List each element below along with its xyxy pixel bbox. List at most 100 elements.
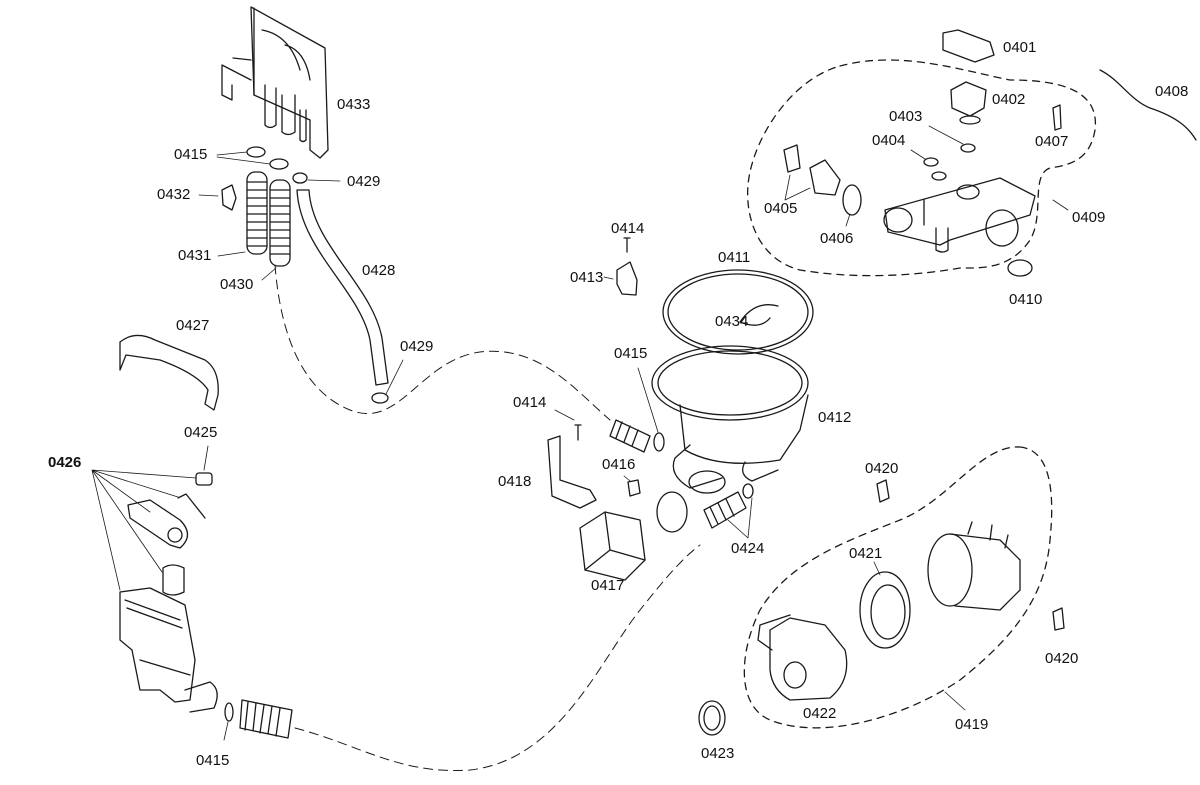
- label-0422: 0422: [803, 705, 837, 722]
- label-0417: 0417: [591, 577, 625, 594]
- part-0422-pump-housing: [757, 614, 848, 701]
- part-0405-valve: [783, 144, 841, 196]
- drain-route-line: [294, 544, 701, 772]
- label-0432: 0432: [157, 186, 191, 203]
- leader-0416: [623, 475, 631, 482]
- label-0404: 0404: [872, 132, 906, 149]
- part-0431-hose: [246, 171, 268, 255]
- label-0414-a: 0414: [611, 220, 645, 237]
- part-0426-lever: [127, 499, 189, 549]
- leader-0409: [1052, 199, 1069, 211]
- label-0402: 0402: [992, 91, 1026, 108]
- part-0407-clip: [1052, 104, 1062, 131]
- part-0427-cover: [119, 334, 219, 411]
- part-0415-oring-c: [224, 702, 234, 722]
- label-0433: 0433: [337, 96, 371, 113]
- part-0402-base: [959, 115, 981, 125]
- label-0405: 0405: [764, 200, 798, 217]
- part-0408-wire: [1099, 69, 1197, 141]
- label-0426: 0426: [48, 454, 82, 471]
- part-0425-switch: [195, 472, 213, 486]
- assembly-outline-0409: [746, 59, 1096, 277]
- part-0434-clip: [739, 304, 779, 326]
- leader-0431: [217, 251, 246, 257]
- part-0412-sump: [651, 345, 809, 494]
- part-0421-impeller: [859, 571, 911, 649]
- leader-0403: [928, 125, 964, 145]
- label-0429-a: 0429: [347, 173, 381, 190]
- part-0428-hose: [296, 189, 389, 386]
- label-0421: 0421: [849, 545, 883, 562]
- part-0403-oring: [960, 143, 976, 153]
- label-0407: 0407: [1035, 133, 1069, 150]
- leader-0415: [216, 151, 271, 165]
- leader-0414-b: [554, 409, 575, 421]
- part-0417-valve: [579, 511, 646, 581]
- part-large-oring: [656, 491, 688, 533]
- leader-0421: [873, 561, 881, 576]
- label-0424: 0424: [731, 540, 765, 557]
- leader-0430: [261, 267, 277, 281]
- part-0420-clip-b: [1052, 607, 1065, 631]
- part-0406-oring: [842, 184, 862, 216]
- label-0411: 0411: [718, 249, 751, 266]
- label-0416: 0416: [602, 456, 636, 473]
- part-0410-clamp: [1007, 259, 1033, 277]
- part-0426-housing: [119, 587, 218, 713]
- label-0431: 0431: [178, 247, 212, 264]
- leader-0432: [198, 194, 219, 197]
- part-0415-oring-b: [269, 158, 289, 170]
- part-0409-manifold: [883, 177, 1036, 253]
- part-0432-clip: [221, 184, 237, 211]
- part-0414-screw-b: [574, 424, 582, 441]
- label-0429-b: 0429: [400, 338, 434, 355]
- label-0428: 0428: [362, 262, 396, 279]
- part-0415-oring-a: [246, 146, 266, 158]
- label-0413: 0413: [570, 269, 604, 286]
- part-inlet-hose: [609, 419, 651, 453]
- label-0418: 0418: [498, 473, 532, 490]
- leader-0426: [91, 469, 197, 591]
- part-0416-plug: [627, 479, 641, 497]
- label-0415-a: 0415: [174, 146, 208, 163]
- part-0404-oring-a: [923, 157, 939, 167]
- leader-0419: [944, 691, 966, 711]
- label-0434: 0434: [715, 313, 749, 330]
- leader-0429: [307, 179, 341, 182]
- label-0415-c: 0415: [196, 752, 230, 769]
- part-0420-clip-a: [876, 479, 890, 503]
- leader-0415-c: [223, 721, 229, 741]
- part-0418-bracket: [547, 435, 597, 509]
- label-0427: 0427: [176, 317, 210, 334]
- label-0410: 0410: [1009, 291, 1043, 308]
- leader-0404: [910, 149, 926, 160]
- part-0424-hose: [703, 491, 747, 529]
- part-0433-bracket: [221, 6, 329, 159]
- label-0430: 0430: [220, 276, 254, 293]
- leader-0415-sump: [637, 367, 659, 433]
- leader-0405: [784, 174, 811, 201]
- label-0425: 0425: [184, 424, 218, 441]
- label-0420-b: 0420: [1045, 650, 1079, 667]
- part-drain-hose: [239, 699, 293, 739]
- part-0430-hose: [269, 179, 291, 267]
- label-0412: 0412: [818, 409, 852, 426]
- part-0415-oring-sump: [653, 432, 665, 452]
- part-0404-oring-b: [931, 171, 947, 181]
- label-0403: 0403: [889, 108, 923, 125]
- part-0429-clamp-b: [371, 392, 389, 404]
- part-0402-sensor: [950, 81, 987, 117]
- hose-route-line: [274, 264, 611, 421]
- label-0423: 0423: [701, 745, 735, 762]
- part-0429-clamp-a: [292, 172, 308, 184]
- part-0401-cover: [942, 29, 995, 63]
- part-0411-seal: [662, 269, 814, 355]
- label-0408: 0408: [1155, 83, 1189, 100]
- label-0406: 0406: [820, 230, 854, 247]
- leader-0425: [203, 445, 209, 471]
- label-0401: 0401: [1003, 39, 1037, 56]
- part-0426-spring: [177, 493, 206, 519]
- part-0426-float: [162, 564, 185, 596]
